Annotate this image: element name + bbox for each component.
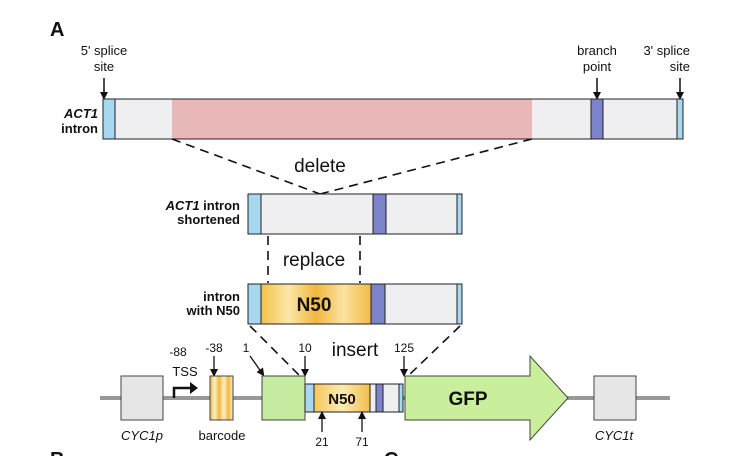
pos-minus-38: -38: [205, 341, 223, 355]
n50-splice3: [456, 283, 463, 325]
shortened-label: ACT1 intron: [165, 198, 240, 213]
gfp-label: GFP: [448, 389, 487, 410]
pos-71: 71: [355, 435, 369, 449]
cyc1t-label: CYC1t: [595, 428, 635, 443]
act1-intron-bar: [102, 98, 684, 140]
act1-label-2: intron: [61, 121, 98, 136]
pos-10: 10: [298, 341, 312, 355]
n50-intron-bar: N50: [247, 283, 463, 325]
replace-label: replace: [283, 250, 345, 271]
inserted-n50-label: N50: [328, 391, 356, 408]
shortened-splice5: [247, 193, 262, 235]
delete-dash-left: [171, 138, 321, 195]
panel-label-b: B: [50, 449, 64, 456]
with-n50-label-2: with N50: [186, 303, 240, 318]
n50-splice5: [247, 283, 262, 325]
barcode-box: [209, 375, 234, 421]
exon1-box: [261, 375, 306, 421]
barcode-label: barcode: [199, 428, 246, 443]
n50-label: N50: [297, 295, 332, 316]
pos-21: 21: [315, 435, 329, 449]
n50-branch: [370, 283, 386, 325]
splice5-site: [102, 98, 116, 140]
pos-1-arrow: [249, 355, 265, 377]
insert-dash-left: [249, 325, 301, 377]
panel-label-a: A: [50, 19, 64, 41]
shortened-splice3: [456, 193, 463, 235]
shortened-branch: [372, 193, 387, 235]
pos-1: 1: [243, 341, 250, 355]
tss-label: TSS: [172, 364, 198, 379]
act1-label: ACT1: [63, 106, 98, 121]
branch-label: branch: [577, 43, 617, 58]
delete-dash-right: [319, 138, 533, 195]
shortened-intron-bar: [247, 193, 463, 235]
panel-label-c: C: [384, 449, 398, 456]
cyc1t-box: [593, 375, 637, 421]
inserted-splice5: [304, 383, 315, 413]
gfp-arrow: [404, 354, 569, 442]
insert-dash-right: [407, 325, 461, 377]
cyc1p-box: [120, 375, 164, 421]
inserted-intron: N50: [304, 383, 404, 413]
splice5-label: 5' splice: [81, 43, 128, 58]
inserted-branch: [375, 383, 384, 413]
insert-label: insert: [332, 340, 379, 361]
delete-label: delete: [294, 156, 346, 177]
shortened-label-2: shortened: [177, 212, 240, 227]
cyc1p-label: CYC1p: [121, 428, 163, 443]
tss-arrow-head: [190, 382, 198, 394]
splice3-label-2: site: [670, 59, 690, 74]
deleted-region: [172, 99, 532, 139]
branch-label-2: point: [583, 59, 612, 74]
splice5-label-2: site: [94, 59, 114, 74]
pos-minus-88: -88: [169, 345, 187, 359]
tss-arrow: [172, 386, 190, 398]
inserted-splice3: [398, 383, 404, 413]
splice3-label: 3' splice: [643, 43, 690, 58]
with-n50-label: intron: [203, 289, 240, 304]
branch-point: [590, 98, 604, 140]
pos-125: 125: [394, 341, 414, 355]
splice3-site: [676, 98, 684, 140]
